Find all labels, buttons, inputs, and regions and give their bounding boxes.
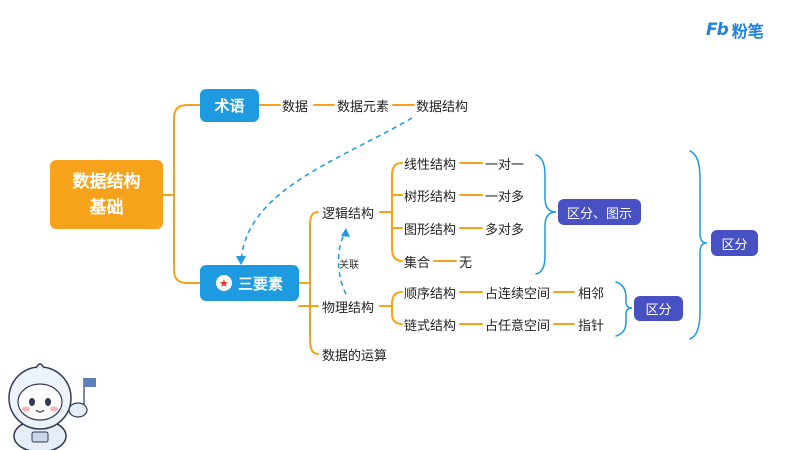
logical-summary-label: 区分、图示 xyxy=(566,206,632,222)
term-data-element: 数据元素 xyxy=(337,99,390,115)
bracket-overall xyxy=(689,150,708,340)
connector-root-terms xyxy=(162,104,201,196)
root-node-line2: 基础 xyxy=(89,197,124,218)
star-badge-icon: ★ xyxy=(215,275,232,291)
physical-item-sequential: 顺序结构 xyxy=(404,286,457,302)
relation-label: 关联 xyxy=(339,259,359,271)
connector-elements-children xyxy=(298,211,319,355)
logical-rel-linear: 一对一 xyxy=(485,157,525,173)
logical-item-tree: 树形结构 xyxy=(404,189,457,205)
elements-node: ★ 三要素 xyxy=(200,265,299,301)
physical-structure: 物理结构 xyxy=(322,300,375,316)
physical-access-linked: 指针 xyxy=(578,318,605,334)
root-node-line1: 数据结构 xyxy=(72,171,141,192)
physical-access-sequential: 相邻 xyxy=(578,286,605,302)
logical-item-graph: 图形结构 xyxy=(404,222,457,238)
brand-logo-name: 粉笔 xyxy=(731,22,764,41)
term-data-structure: 数据结构 xyxy=(416,99,469,115)
physical-summary-box: 区分 xyxy=(634,296,683,321)
term-data: 数据 xyxy=(282,99,309,115)
logical-item-set: 集合 xyxy=(404,255,431,271)
logical-item-linear: 线性结构 xyxy=(404,157,457,173)
physical-space-sequential: 占连续空间 xyxy=(485,286,551,302)
root-node: 数据结构 基础 xyxy=(50,160,163,229)
bracket-logical xyxy=(535,154,557,275)
connector-physical-children xyxy=(379,291,403,325)
elements-node-label: 三要素 xyxy=(237,274,283,293)
astronaut-mascot-illustration xyxy=(8,363,96,450)
data-operations: 数据的运算 xyxy=(322,348,388,364)
physical-summary-label: 区分 xyxy=(645,303,672,318)
arrowhead-elements xyxy=(236,256,246,265)
connector-root-elements xyxy=(173,194,201,284)
connector-logical-children xyxy=(379,162,403,262)
logical-rel-tree: 一对多 xyxy=(485,189,525,205)
logical-summary-box: 区分、图示 xyxy=(558,199,641,225)
physical-item-linked: 链式结构 xyxy=(404,318,457,334)
dashed-link-structure-elements xyxy=(240,117,413,263)
brand-logo-mark: Fb xyxy=(706,20,729,40)
brand-logo: Fb 粉笔 xyxy=(706,18,764,42)
overall-summary-box: 区分 xyxy=(711,230,758,256)
physical-space-linked: 占任意空间 xyxy=(485,318,551,334)
logical-rel-graph: 多对多 xyxy=(485,222,525,238)
terms-node-label: 术语 xyxy=(214,97,245,115)
bracket-physical xyxy=(615,281,633,337)
logical-structure: 逻辑结构 xyxy=(322,206,375,222)
terms-node: 术语 xyxy=(200,89,259,122)
logical-rel-set: 无 xyxy=(459,255,473,271)
overall-summary-label: 区分 xyxy=(721,237,748,253)
arrowhead-logical xyxy=(341,228,350,237)
